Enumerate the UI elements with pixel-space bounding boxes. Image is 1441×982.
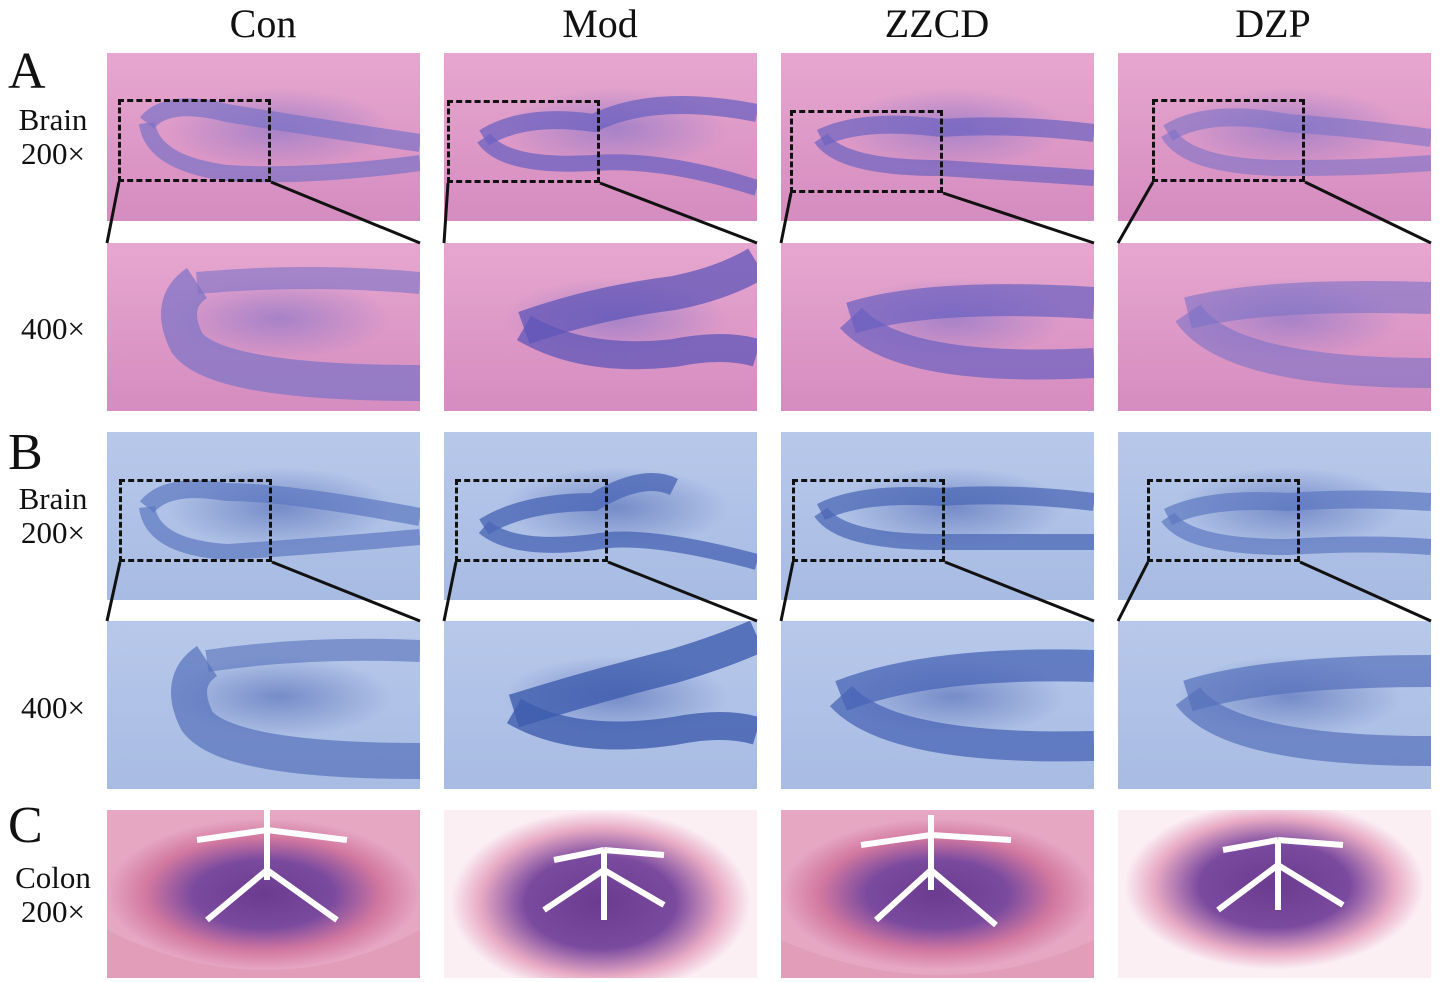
row-label-b-brain: Brain: [18, 481, 88, 516]
column-header-con: Con: [229, 1, 297, 46]
micrograph-c-mod-colon: [444, 810, 757, 978]
micrograph-a-con-400x: [107, 243, 420, 411]
panel-letter-a: A: [8, 43, 46, 100]
micrograph-c-dzp-colon: [1118, 810, 1431, 978]
zoom-box-a-dzp: [1152, 99, 1305, 182]
zoom-box-b-dzp: [1147, 479, 1300, 562]
row-label-a-200x: 200×: [21, 136, 85, 171]
row-label-a-brain: Brain: [18, 102, 88, 137]
column-header-dzp: DZP: [1235, 1, 1311, 46]
micrograph-c-con-colon: [107, 810, 420, 978]
row-label-b-200x: 200×: [21, 515, 85, 550]
row-label-c-200x: 200×: [21, 894, 85, 929]
panel-letter-c: C: [8, 797, 43, 854]
micrograph-a-dzp-400x: [1118, 243, 1431, 411]
zoom-box-a-zzcd: [790, 110, 943, 193]
micrograph-c-zzcd-colon: [781, 810, 1094, 978]
row-label-b-400x: 400×: [21, 690, 85, 725]
zoom-box-a-con: [118, 99, 271, 182]
panel-letter-b: B: [8, 424, 43, 481]
row-label-a-400x: 400×: [21, 311, 85, 346]
column-header-mod: Mod: [562, 1, 638, 46]
micrograph-b-con-400x: [107, 621, 420, 789]
micrograph-a-zzcd-400x: [781, 243, 1094, 411]
zoom-box-b-con: [119, 479, 272, 562]
micrograph-b-mod-200x: [444, 432, 757, 600]
micrograph-a-mod-400x: [444, 243, 757, 411]
row-label-c-colon: Colon: [15, 860, 91, 895]
zoom-box-a-mod: [447, 100, 600, 183]
micrograph-b-zzcd-400x: [781, 621, 1094, 789]
micrograph-a-con-200x: [107, 53, 420, 221]
micrograph-b-mod-400x: [444, 621, 757, 789]
micrograph-b-dzp-400x: [1118, 621, 1431, 789]
column-header-zzcd: ZZCD: [884, 1, 990, 46]
zoom-box-b-zzcd: [792, 479, 945, 562]
zoom-box-b-mod: [455, 479, 608, 562]
